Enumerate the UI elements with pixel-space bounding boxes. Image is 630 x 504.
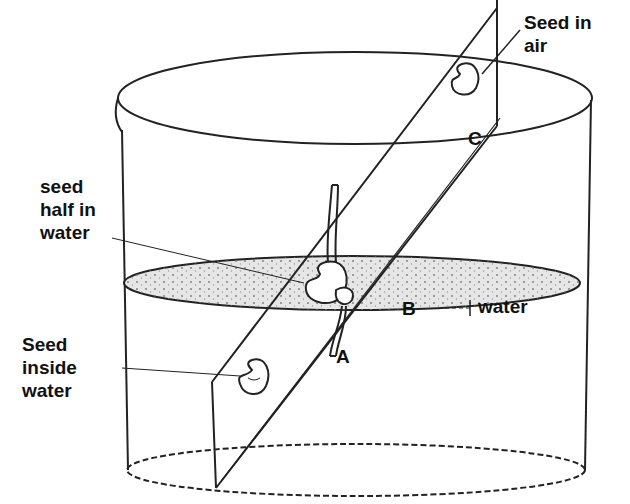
seed-a [239, 359, 268, 394]
slide-edge [222, 118, 500, 480]
beaker-spout [116, 98, 122, 132]
seed-label: Seed in air [524, 12, 620, 58]
part-letter: B [402, 298, 432, 321]
leader-line [122, 368, 240, 376]
beaker-wall [585, 100, 591, 470]
glass-slide [212, 0, 497, 488]
seed-label: seed half in water [40, 176, 112, 244]
beaker-rim [118, 52, 592, 144]
leader-line [482, 30, 520, 74]
water-label: water [478, 296, 558, 319]
beaker-wall [122, 130, 128, 470]
leader-line [112, 238, 304, 283]
part-letter: A [336, 346, 366, 369]
seed-c [452, 63, 479, 94]
part-letter: C [468, 128, 498, 151]
shoot [327, 185, 338, 262]
seed-label: Seed inside water [22, 334, 118, 402]
leader-line [440, 308, 470, 309]
beaker-base [127, 444, 585, 496]
